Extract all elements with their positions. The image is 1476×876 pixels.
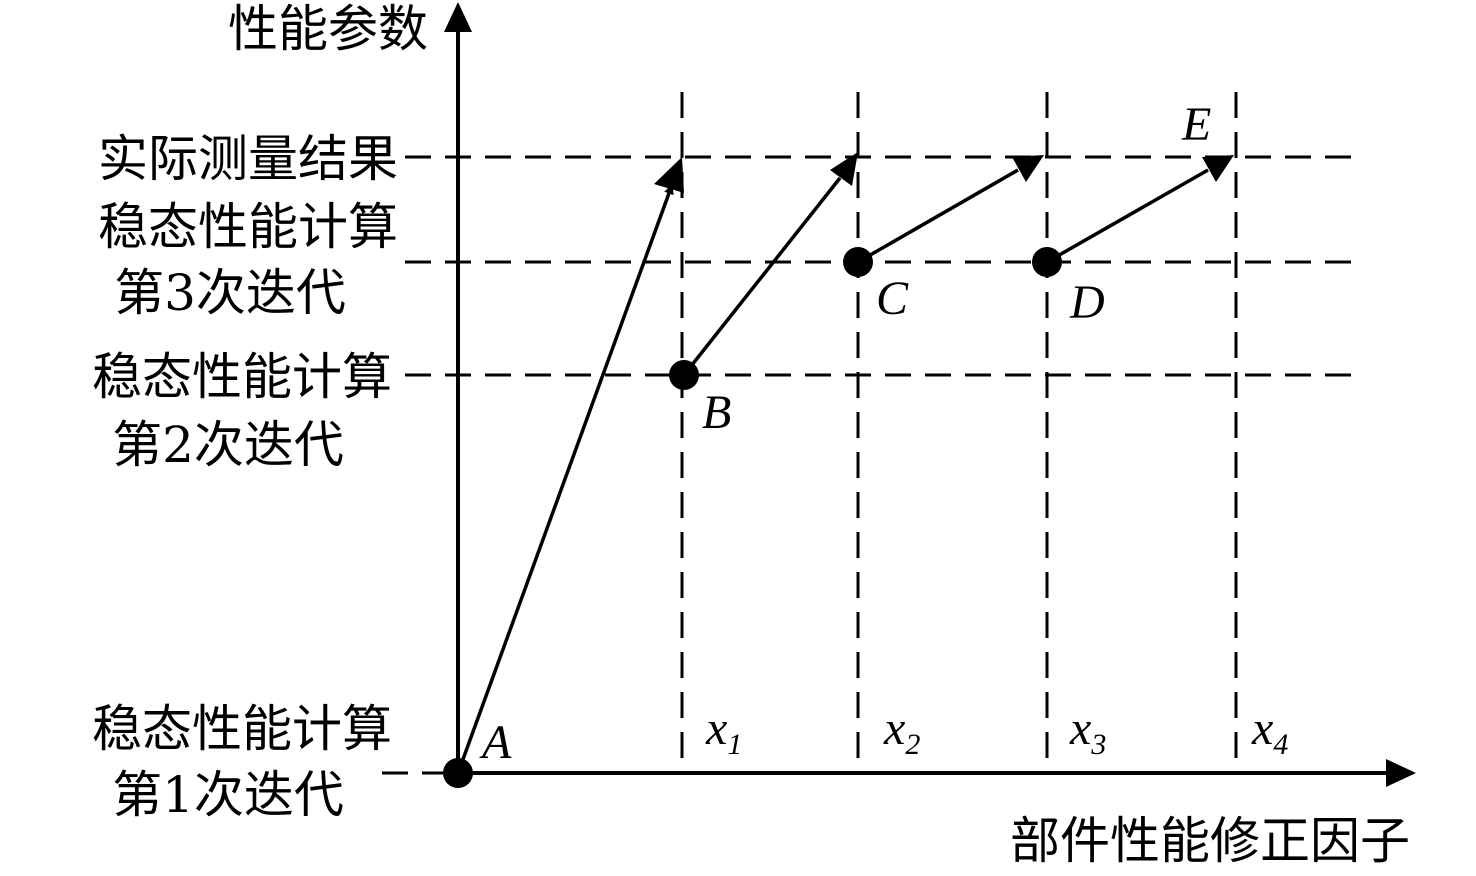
iter3-label-line1: 稳态性能计算 xyxy=(98,198,398,256)
point-d xyxy=(1032,247,1062,277)
point-c xyxy=(843,247,873,277)
point-a xyxy=(443,758,473,788)
iter2-label-line2: 第2次迭代 xyxy=(112,416,344,474)
y-axis-label: 性能参数 xyxy=(228,0,428,58)
arrowhead-d xyxy=(1202,155,1234,182)
iter2-label-line1: 稳态性能计算 xyxy=(92,348,392,406)
arrow-c-to-measured xyxy=(857,168,1019,264)
iter1-label-line1: 稳态性能计算 xyxy=(92,700,392,758)
arrowhead-a xyxy=(654,157,684,193)
iter1-label-line2: 第1次迭代 xyxy=(112,766,344,824)
point-b-label: B xyxy=(702,386,731,439)
point-a-label: A xyxy=(479,716,512,769)
x-axis-arrowhead xyxy=(1386,759,1416,787)
point-e-label: E xyxy=(1181,98,1211,151)
point-d-label: D xyxy=(1069,276,1105,329)
factor-x1-label: x1 xyxy=(705,702,742,761)
iter3-label-line2: 第3次迭代 xyxy=(114,264,346,322)
arrow-d-to-measured xyxy=(1046,168,1209,264)
arrowhead-b xyxy=(830,152,858,186)
factor-x3-label: x3 xyxy=(1069,702,1106,761)
measured-result-label: 实际测量结果 xyxy=(98,130,398,188)
factor-x4-label: x4 xyxy=(1251,702,1288,761)
point-c-label: C xyxy=(876,272,909,325)
arrow-b-to-measured xyxy=(682,176,842,377)
point-b xyxy=(669,360,699,390)
factor-x2-label: x2 xyxy=(883,702,920,761)
arrow-a-to-measured xyxy=(456,184,674,774)
x-axis-label: 部件性能修正因子 xyxy=(1010,812,1410,870)
arrowhead-c xyxy=(1012,155,1044,182)
y-axis-arrowhead xyxy=(444,2,472,32)
